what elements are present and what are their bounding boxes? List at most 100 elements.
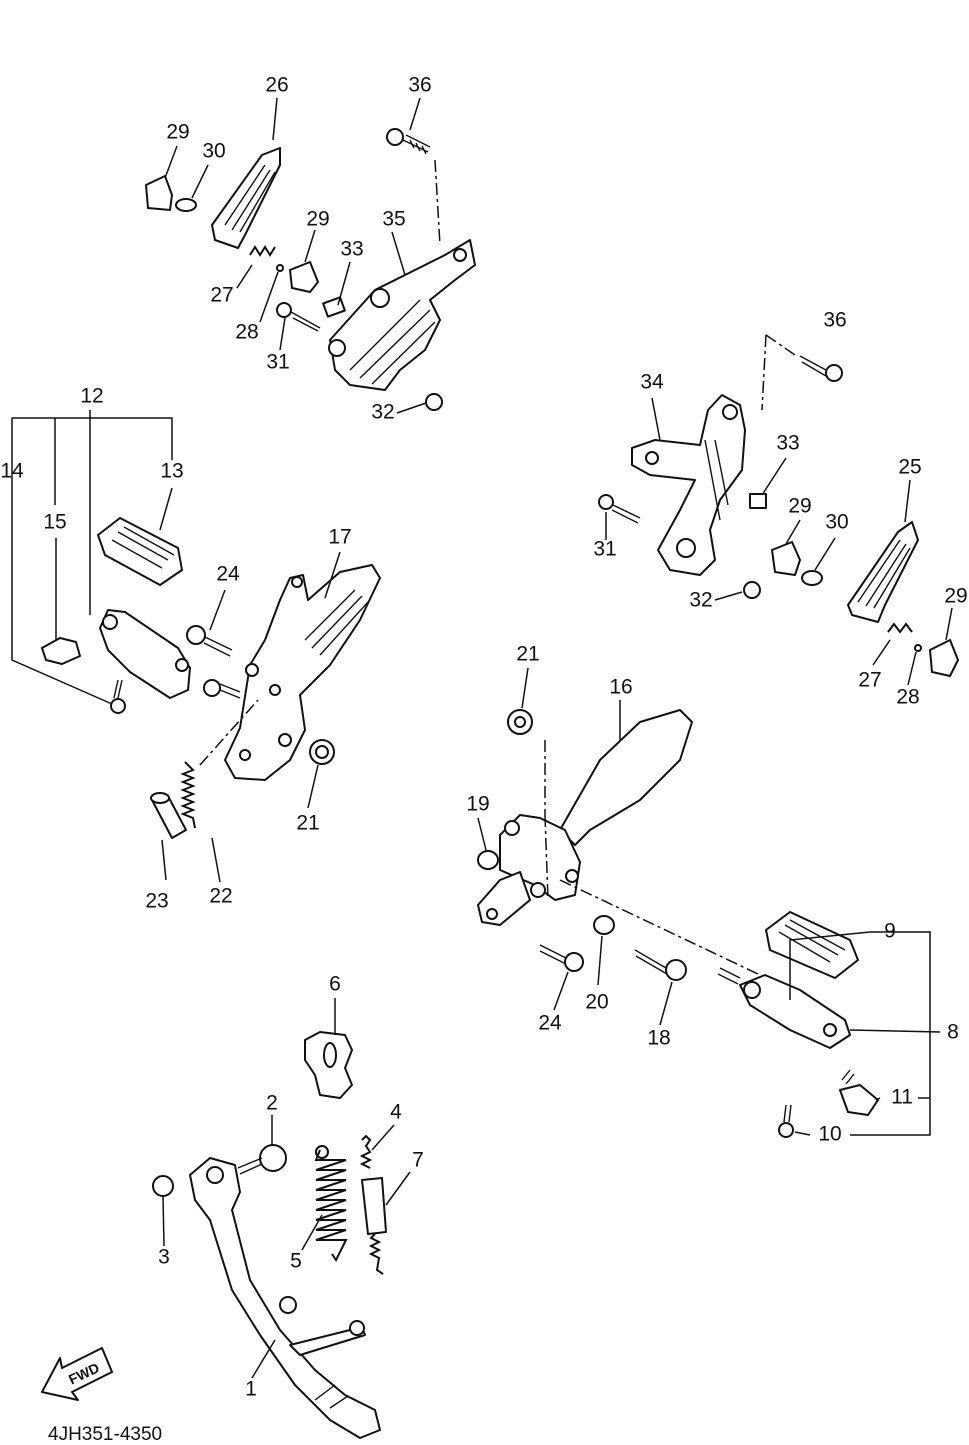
callout-21: 21 (296, 812, 319, 835)
washer-19-part (477, 850, 499, 870)
footrest-8-part (739, 974, 851, 1049)
callout-7: 7 (412, 1149, 424, 1172)
bolt-36-part (386, 128, 431, 155)
bushing-33-part (322, 296, 346, 318)
bolt-36b-part (799, 355, 843, 382)
sidestand-1-part (189, 1157, 381, 1439)
callout-10: 10 (818, 1123, 841, 1146)
callout-32: 32 (371, 401, 394, 424)
part-code: 4JH351-4350 (48, 1424, 162, 1445)
bushing-33b-part (749, 493, 767, 509)
callout-2: 2 (266, 1092, 278, 1115)
callout-24: 24 (538, 1012, 562, 1035)
ball-28-part (276, 264, 284, 272)
callout-13: 13 (160, 460, 183, 483)
rear-left-footrest-assembly (145, 128, 476, 411)
callout-labels: 26 36 29 30 29 35 33 27 28 31 32 36 34 3… (0, 74, 967, 1401)
footrest-rubber-13-part (97, 517, 183, 586)
callout-29: 29 (166, 121, 189, 144)
spring-22-part (180, 761, 196, 829)
callout-22: 22 (209, 885, 232, 908)
callout-29: 29 (788, 495, 811, 518)
callout-21: 21 (516, 643, 539, 666)
callout-5: 5 (290, 1250, 302, 1273)
callout-23: 23 (145, 890, 168, 913)
callout-24: 24 (216, 563, 240, 586)
callout-25: 25 (898, 456, 921, 479)
bolt-24-part (186, 625, 233, 657)
leaders-left-front (11, 410, 341, 883)
brake-pedal-16-part (559, 709, 693, 846)
washer-20-part (593, 915, 615, 935)
knob-15-part (41, 637, 81, 665)
pin-30-part (175, 198, 197, 212)
callout-33: 33 (340, 238, 363, 261)
knob-11-part (839, 1084, 879, 1116)
callout-15: 15 (43, 511, 66, 534)
callout-33: 33 (776, 432, 799, 455)
front-footrest-bracket-17-part (224, 564, 381, 781)
front-left-footrest-assembly (41, 517, 381, 839)
rear-footrest-bracket-34-part (631, 394, 746, 576)
screw-14-part (110, 679, 126, 714)
rear-footrest-bracket-part (329, 239, 476, 391)
nut-3-part (152, 1175, 174, 1197)
footrest-12-part (99, 609, 191, 699)
spring-27-part (249, 245, 276, 257)
callout-17: 17 (328, 526, 351, 549)
callout-28: 28 (896, 686, 919, 709)
callout-20: 20 (585, 991, 608, 1014)
spring-5-part (314, 1149, 348, 1262)
cap-29b-part (289, 261, 319, 293)
ball-28b-part (914, 644, 922, 652)
footpeg-26-part (211, 147, 281, 249)
callout-26: 26 (265, 74, 288, 97)
callout-29: 29 (944, 585, 967, 608)
callout-1: 1 (245, 1378, 257, 1401)
footrest-bolt-part (203, 679, 241, 699)
leaders-sidestand (162, 998, 411, 1379)
callout-30: 30 (825, 511, 848, 534)
callout-31: 31 (593, 538, 616, 561)
callout-32: 32 (689, 589, 712, 612)
leaders-top-left (164, 97, 427, 414)
spring-4-part (359, 1134, 373, 1169)
callout-34: 34 (640, 371, 664, 394)
footrest-rubber-9-part (765, 911, 859, 979)
cap-29d-part (929, 639, 959, 677)
leaders-top-right (605, 397, 953, 686)
callout-30: 30 (202, 140, 225, 163)
nut-32b-part (743, 581, 761, 599)
sidestand-assembly (152, 1031, 387, 1439)
bolt-18-part (634, 949, 687, 981)
callout-27: 27 (858, 669, 881, 692)
callout-19: 19 (466, 793, 489, 816)
callout-28: 28 (235, 321, 258, 344)
rear-right-footrest-assembly (598, 334, 959, 677)
spring-27b-part (887, 622, 913, 634)
callout-36: 36 (823, 309, 846, 332)
callout-29: 29 (306, 208, 329, 231)
footpeg-25-part (847, 521, 919, 623)
callout-35: 35 (382, 208, 405, 231)
pin-30b-part (801, 570, 823, 586)
callout-16: 16 (609, 676, 632, 699)
nut-32-part (425, 393, 443, 411)
callout-36: 36 (408, 74, 431, 97)
callout-6: 6 (329, 973, 341, 996)
callout-4: 4 (390, 1101, 402, 1124)
callout-31: 31 (266, 351, 289, 374)
screw-10-part (778, 1104, 794, 1138)
bolt-31-part (276, 302, 321, 332)
callout-3: 3 (158, 1246, 170, 1269)
callout-14: 14 (0, 460, 24, 483)
callout-27: 27 (210, 284, 233, 307)
cap-29c-part (771, 541, 801, 576)
callout-9: 9 (884, 920, 896, 943)
fwd-arrow-icon: FWD (41, 1347, 113, 1401)
cap-29-part (145, 175, 173, 211)
spring-holder-7-part (361, 1177, 387, 1235)
callout-12: 12 (80, 385, 103, 408)
callout-8: 8 (947, 1021, 959, 1044)
